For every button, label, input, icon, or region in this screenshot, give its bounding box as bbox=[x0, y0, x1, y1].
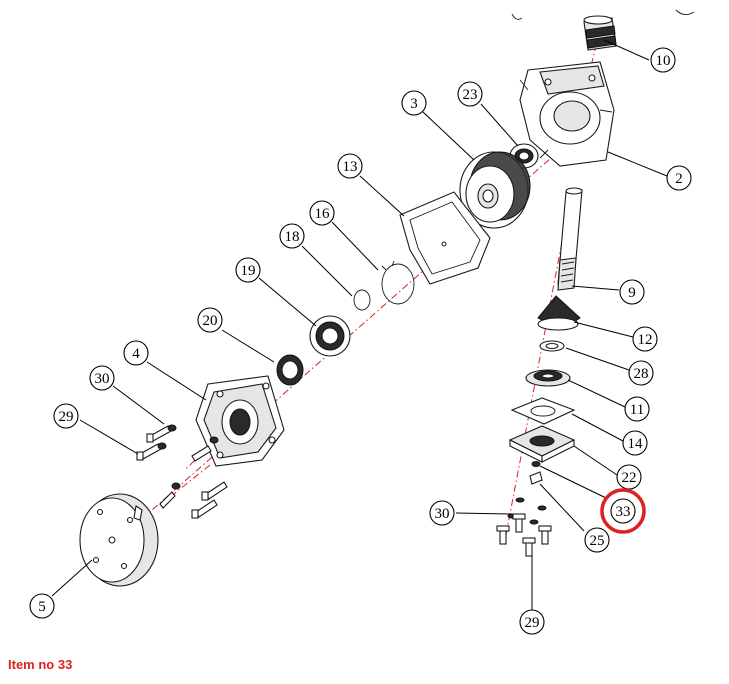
balloon-5-label: 5 bbox=[38, 599, 46, 615]
part-5-end-cover bbox=[79, 493, 159, 587]
balloon-29-left: 29 bbox=[53, 403, 79, 429]
balloon-30-left: 30 bbox=[89, 365, 115, 391]
balloon-2: 2 bbox=[666, 165, 692, 191]
balloon-30-bottom: 30 bbox=[429, 500, 455, 526]
part-12-bevel-pinion bbox=[537, 295, 581, 331]
part-3-bevel-gear bbox=[459, 151, 531, 229]
part-14-gasket bbox=[510, 397, 576, 425]
balloon-19: 19 bbox=[235, 257, 261, 283]
part-10-input-spline bbox=[583, 15, 617, 51]
bolt bbox=[512, 513, 526, 533]
part-2-gearbox-housing bbox=[519, 61, 615, 167]
bolt bbox=[496, 525, 510, 545]
balloon-25: 25 bbox=[584, 527, 610, 553]
balloon-25-label: 25 bbox=[590, 533, 605, 549]
lower-bolt-cluster bbox=[496, 497, 552, 557]
bolt bbox=[136, 443, 162, 461]
leader-lines bbox=[51, 39, 668, 610]
bolt bbox=[146, 425, 172, 443]
exploded-parts-diagram: 10 2 3 23 13 16 18 19 20 4 30 29 bbox=[29, 9, 695, 635]
balloon-11: 11 bbox=[624, 396, 650, 422]
balloon-33-label: 33 bbox=[616, 504, 631, 520]
balloon-3: 3 bbox=[401, 90, 427, 116]
part-16-circlip bbox=[381, 260, 415, 305]
washer bbox=[537, 505, 547, 511]
washer bbox=[529, 519, 539, 525]
balloon-10-label: 10 bbox=[656, 53, 671, 69]
balloon-28-label: 28 bbox=[634, 366, 649, 382]
balloon-3-label: 3 bbox=[410, 96, 418, 112]
cropped-top-parts bbox=[511, 9, 695, 20]
balloon-20: 20 bbox=[197, 307, 223, 333]
bolt bbox=[191, 499, 218, 519]
part-13-gasket bbox=[399, 191, 491, 285]
highlight-ring bbox=[600, 488, 646, 534]
balloon-29-bottom-label: 29 bbox=[525, 615, 540, 631]
balloon-14-label: 14 bbox=[628, 436, 644, 452]
balloon-20-label: 20 bbox=[203, 313, 218, 329]
balloon-30-left-label: 30 bbox=[95, 371, 110, 387]
part-9-spline-shaft bbox=[557, 187, 583, 291]
balloon-9-label: 9 bbox=[628, 285, 636, 301]
balloon-22-label: 22 bbox=[622, 470, 637, 486]
part-4-flange-cover bbox=[195, 375, 285, 467]
balloon-16-label: 16 bbox=[315, 206, 331, 222]
bolt bbox=[191, 445, 212, 462]
bolt bbox=[159, 491, 176, 509]
washer bbox=[515, 497, 525, 503]
balloon-13: 13 bbox=[337, 153, 363, 179]
balloon-22: 22 bbox=[616, 464, 642, 490]
balloon-29-bottom: 29 bbox=[519, 609, 545, 635]
left-bolt-cluster bbox=[136, 424, 228, 519]
balloon-4: 4 bbox=[123, 340, 149, 366]
balloon-28: 28 bbox=[628, 360, 654, 386]
part-28-washer bbox=[539, 340, 565, 352]
balloon-4-label: 4 bbox=[132, 346, 140, 362]
part-20-seal bbox=[276, 354, 304, 386]
balloon-19-label: 19 bbox=[241, 263, 256, 279]
center-line-vertical bbox=[504, 199, 571, 541]
balloon-23: 23 bbox=[457, 81, 483, 107]
bolt bbox=[538, 525, 552, 545]
balloon-5: 5 bbox=[29, 593, 55, 619]
part-22-bottom-flange bbox=[508, 425, 576, 463]
washer bbox=[171, 482, 181, 490]
part-11-bearing bbox=[525, 369, 571, 387]
washer bbox=[157, 442, 167, 450]
washer bbox=[209, 436, 219, 444]
balloon-18: 18 bbox=[279, 223, 305, 249]
part-25-nut bbox=[529, 471, 543, 485]
washer bbox=[167, 424, 177, 432]
balloon-29-left-label: 29 bbox=[59, 409, 74, 425]
balloon-12: 12 bbox=[632, 326, 658, 352]
balloon-14: 14 bbox=[622, 430, 648, 456]
balloon-9: 9 bbox=[619, 279, 645, 305]
balloon-18-label: 18 bbox=[285, 229, 300, 245]
balloon-2-label: 2 bbox=[675, 171, 683, 187]
balloon-33-highlighted: 33 bbox=[600, 488, 646, 534]
balloon-30-bottom-label: 30 bbox=[435, 506, 450, 522]
balloon-10: 10 bbox=[650, 47, 676, 73]
bolt bbox=[522, 537, 536, 557]
part-19-bearing bbox=[309, 315, 351, 357]
balloon-13-label: 13 bbox=[343, 159, 358, 175]
item-caption: Item no 33 bbox=[8, 657, 73, 672]
part-33-plug bbox=[531, 461, 541, 467]
part-18-ring bbox=[353, 289, 371, 311]
balloon-23-label: 23 bbox=[463, 87, 478, 103]
balloon-12-label: 12 bbox=[638, 332, 653, 348]
balloon-16: 16 bbox=[309, 200, 335, 226]
bolt bbox=[201, 481, 228, 501]
center-line-bolt-b bbox=[159, 464, 211, 506]
balloon-11-label: 11 bbox=[630, 402, 644, 418]
